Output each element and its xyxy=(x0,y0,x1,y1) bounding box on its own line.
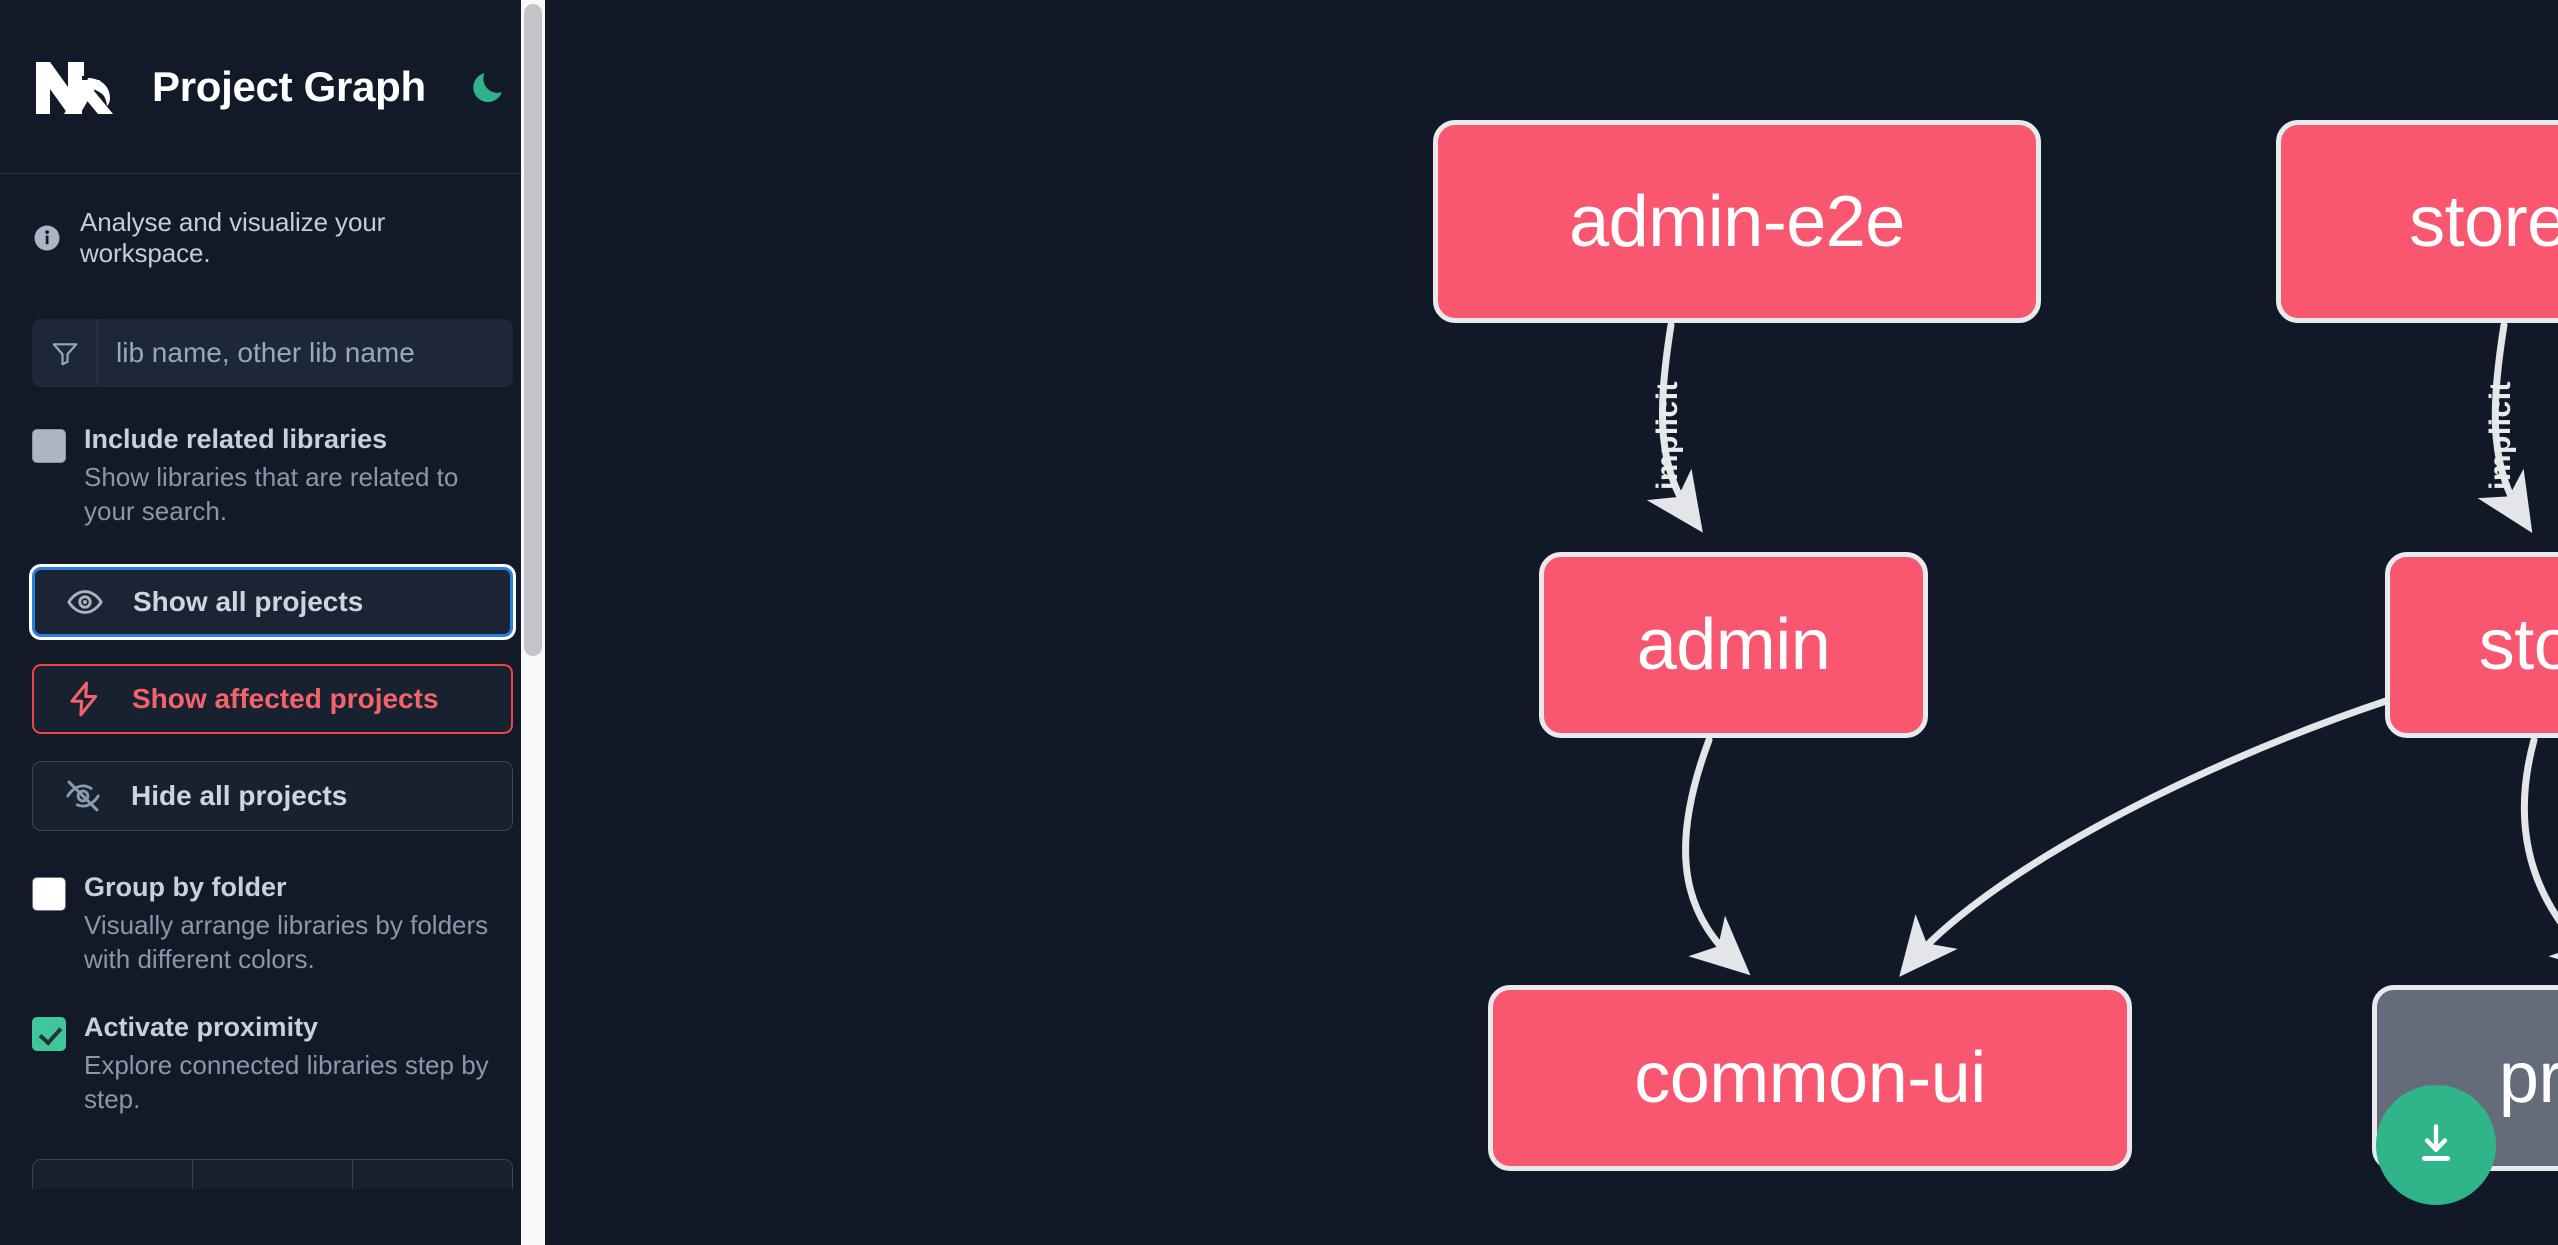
graph-canvas[interactable]: admin-e2e store-e2e admin store common-u… xyxy=(559,0,2558,1245)
option-group-by-folder[interactable]: Group by folder Visually arrange librari… xyxy=(32,871,513,977)
moon-icon[interactable] xyxy=(464,63,512,111)
graph-node-admin-e2e[interactable]: admin-e2e xyxy=(1433,120,2041,323)
option-label: Include related libraries xyxy=(84,424,388,454)
option-label: Activate proximity xyxy=(84,1011,319,1042)
edge-label-implicit-admin: implicit xyxy=(1651,380,1684,490)
sidebar: Project Graph Analy xyxy=(0,0,559,1245)
show-all-projects-button[interactable]: Show all projects xyxy=(32,566,513,637)
option-description: Explore connected libraries step by step… xyxy=(84,1049,489,1115)
node-label: store xyxy=(2478,605,2558,685)
graph-node-store-e2e[interactable]: store-e2e xyxy=(2276,120,2558,323)
edge-store-to-common-ui xyxy=(1899,696,2393,977)
show-affected-projects-label: Show affected projects xyxy=(132,682,439,714)
node-label: products xyxy=(2498,1038,2558,1118)
edge-admin-to-common-ui xyxy=(1682,736,1751,976)
graph-node-common-ui[interactable]: common-ui xyxy=(1488,985,2132,1171)
analyse-text: Analyse and visualize your workspace. xyxy=(80,207,386,268)
lightning-icon xyxy=(64,679,104,719)
option-description: Visually arrange libraries by folders wi… xyxy=(84,909,489,975)
sidebar-scrollbar[interactable] xyxy=(521,0,545,1245)
proximity-segmented-control[interactable] xyxy=(32,1158,513,1189)
eye-off-icon xyxy=(63,776,103,816)
node-label: admin xyxy=(1636,605,1831,685)
edge-store-to-products xyxy=(2520,736,2558,976)
eye-icon xyxy=(65,582,105,622)
download-icon xyxy=(2421,1124,2451,1161)
hide-all-projects-button[interactable]: Hide all projects xyxy=(32,760,513,831)
show-all-projects-label: Show all projects xyxy=(133,585,364,617)
nx-logo-icon xyxy=(32,56,124,118)
segment-3[interactable] xyxy=(353,1160,512,1189)
checkbox-group-by-folder[interactable] xyxy=(32,876,66,911)
segment-1[interactable] xyxy=(33,1159,193,1189)
checkbox-include-related-libraries[interactable] xyxy=(32,429,66,463)
hide-all-projects-label: Hide all projects xyxy=(131,779,348,811)
analyse-banner: Analyse and visualize your workspace. xyxy=(32,207,513,269)
sidebar-edge xyxy=(545,0,559,1245)
checkbox-activate-proximity[interactable] xyxy=(32,1016,66,1051)
node-label: admin-e2e xyxy=(1569,181,1905,262)
info-icon xyxy=(32,223,62,253)
sidebar-header: Project Graph xyxy=(0,0,545,174)
option-label: Group by folder xyxy=(84,871,287,902)
show-affected-projects-button[interactable]: Show affected projects xyxy=(32,663,513,734)
filter-icon[interactable] xyxy=(32,319,98,387)
graph-node-admin[interactable]: admin xyxy=(1539,552,1928,738)
option-description: Show libraries that are related to your … xyxy=(84,461,459,527)
page-title: Project Graph xyxy=(152,62,426,110)
edge-admin-e2e-to-admin xyxy=(1646,321,1703,533)
graph-node-store[interactable]: store xyxy=(2385,552,2558,738)
node-label: common-ui xyxy=(1634,1038,1986,1118)
segment-2[interactable] xyxy=(193,1159,353,1189)
edge-store-e2e-to-store xyxy=(2477,321,2533,533)
option-include-related-libraries[interactable]: Include related libraries Show libraries… xyxy=(32,423,513,529)
sidebar-scrollbar-thumb[interactable] xyxy=(524,4,542,656)
edge-label-implicit-store: implicit xyxy=(2484,380,2517,490)
search-input[interactable] xyxy=(98,319,513,387)
search-bar[interactable] xyxy=(32,319,513,387)
option-activate-proximity[interactable]: Activate proximity Explore connected lib… xyxy=(32,1011,513,1117)
download-graph-button[interactable] xyxy=(2376,1085,2496,1205)
node-label: store-e2e xyxy=(2409,181,2558,262)
